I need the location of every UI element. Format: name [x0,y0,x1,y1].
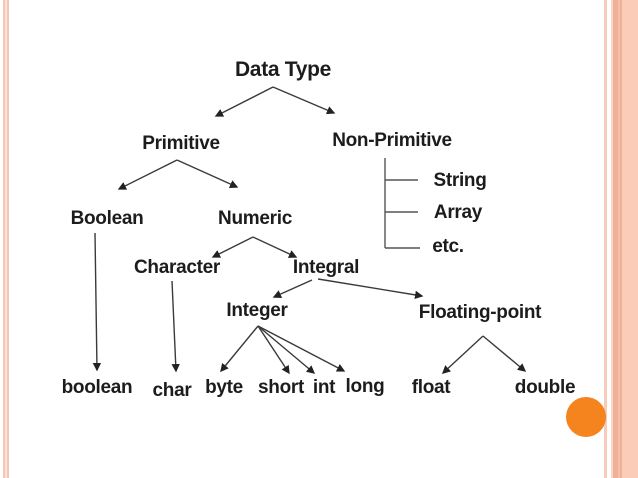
node-double: double [514,377,576,398]
accent-circle [566,397,606,437]
edge-integral-floatingpoint [317,278,424,300]
edge-datatype-primitive [214,86,274,117]
edge-character-char [171,280,180,373]
node-floating-point: Floating-point [418,302,542,323]
node-array: Array [433,202,483,223]
node-boolean: boolean [61,377,133,398]
node-float: float [411,377,451,398]
node-numeric: Numeric [218,208,292,229]
node-string: String [433,170,487,191]
edge-boolean-boolean [92,232,102,372]
node-primitive: Primitive [142,133,220,154]
node-data-type: Data Type [234,58,332,81]
left-border-stripe [3,0,9,478]
node-char: char [152,380,192,401]
node-integral: Integral [292,257,360,278]
edge-primitive-numeric [176,159,239,188]
edge-datatype-nonprimitive [272,86,336,115]
node-long: long [345,376,385,397]
edge-integer-int [257,325,316,374]
node-int: int [312,377,336,398]
bracket-nonprimitive-children [384,158,420,249]
right-border-band [611,0,638,478]
edge-floatingpoint-float [441,335,484,374]
edge-numeric-character [211,236,254,258]
node-byte: byte [205,377,243,398]
edge-numeric-integral [252,236,298,258]
edge-integer-short [257,325,290,375]
right-border-thin-stripe [604,0,607,478]
node-non-primitive: Non-Primitive [332,130,452,151]
node-boolean-class: Boolean [70,208,144,229]
node-short: short [257,377,305,398]
edge-primitive-boolean [117,159,178,190]
edge-integral-integer [272,279,313,298]
node-character: Character [133,257,221,278]
edge-integer-long [257,325,346,372]
edge-integer-byte [220,325,259,373]
node-etc: etc. [432,236,464,257]
edge-floatingpoint-double [482,335,527,372]
node-integer: Integer [226,300,288,321]
